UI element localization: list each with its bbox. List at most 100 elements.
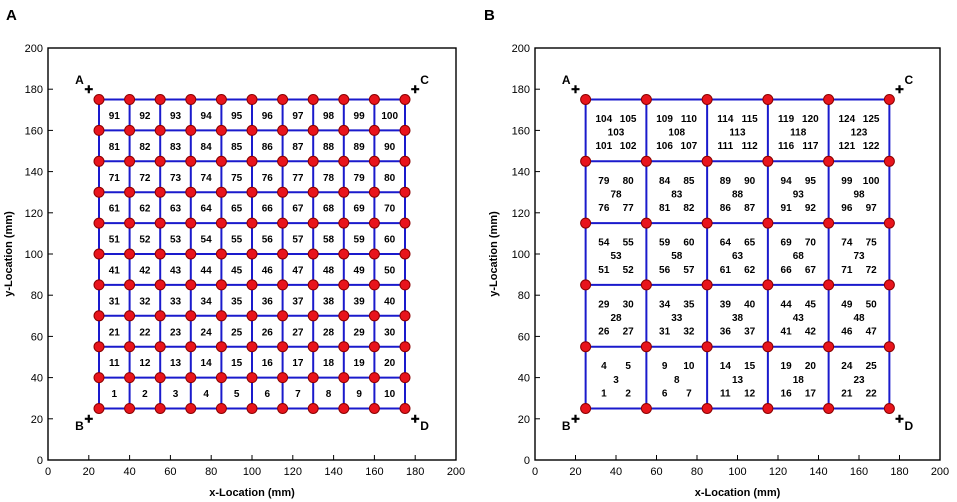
node-marker — [246, 186, 258, 198]
element-number: 33 — [170, 296, 182, 307]
element-number: 113 — [729, 128, 746, 139]
x-tick-label: 200 — [447, 466, 465, 478]
node-marker — [580, 279, 592, 291]
element-number: 70 — [384, 204, 396, 215]
element-number: 76 — [598, 203, 610, 214]
element-number: 73 — [853, 251, 865, 262]
element-number: 52 — [623, 265, 635, 276]
node-marker — [701, 155, 713, 167]
corner-cross-icon — [84, 85, 93, 94]
element-number: 61 — [109, 204, 121, 215]
y-tick-label: 100 — [25, 249, 43, 261]
panel-letter: B — [484, 7, 495, 24]
element-number: 28 — [323, 327, 335, 338]
element-number: 88 — [323, 142, 335, 153]
element-number: 119 — [778, 114, 795, 125]
corner-label: A — [562, 73, 571, 87]
element-number: 117 — [802, 141, 819, 152]
element-number: 75 — [231, 173, 243, 184]
corner-label: B — [562, 419, 571, 433]
node-marker — [701, 341, 713, 353]
node-marker — [762, 94, 774, 105]
element-number: 108 — [668, 128, 685, 139]
y-tick-label: 140 — [512, 167, 530, 179]
corner-label: C — [905, 73, 914, 87]
y-tick-label: 60 — [518, 331, 530, 343]
element-number: 64 — [720, 238, 732, 249]
panel-letter: A — [6, 7, 17, 24]
y-tick-label: 80 — [518, 290, 530, 302]
node-marker — [368, 403, 380, 414]
node-marker — [215, 341, 227, 353]
x-axis-label: x-Location (mm) — [695, 487, 781, 499]
element-number: 94 — [781, 176, 793, 187]
element-number: 124 — [839, 114, 856, 125]
node-marker — [93, 403, 105, 414]
element-number: 98 — [323, 111, 335, 122]
element-number: 8 — [326, 389, 332, 400]
node-marker — [762, 279, 774, 291]
element-grid — [584, 98, 891, 410]
node-marker — [307, 341, 319, 353]
node-marker — [154, 155, 166, 167]
element-number: 58 — [671, 251, 683, 262]
element-number: 56 — [262, 235, 274, 246]
element-number: 89 — [720, 176, 732, 187]
element-number: 92 — [805, 203, 817, 214]
node-marker — [399, 124, 411, 136]
element-number: 46 — [841, 327, 853, 338]
element-number: 100 — [381, 111, 398, 122]
element-number: 40 — [384, 296, 396, 307]
element-number: 11 — [109, 358, 120, 369]
element-number: 50 — [866, 299, 878, 310]
node-marker — [277, 155, 289, 167]
node-marker — [124, 217, 136, 229]
node-marker — [93, 372, 105, 384]
element-number: 26 — [598, 327, 610, 338]
x-tick-label: 60 — [164, 466, 176, 478]
element-number: 16 — [781, 388, 793, 399]
node-marker — [215, 372, 227, 384]
node-marker — [246, 217, 258, 229]
element-number: 79 — [354, 173, 366, 184]
node-marker — [823, 403, 835, 414]
node-marker — [399, 186, 411, 198]
element-number: 71 — [841, 265, 853, 276]
element-number: 84 — [659, 176, 671, 187]
element-number: 97 — [866, 203, 878, 214]
element-number: 86 — [262, 142, 274, 153]
y-tick-label: 180 — [25, 84, 43, 96]
element-number: 83 — [671, 189, 683, 200]
node-marker — [883, 403, 895, 414]
node-marker — [154, 310, 166, 322]
node-marker — [399, 248, 411, 260]
x-tick-label: 0 — [532, 466, 538, 478]
node-marker — [185, 94, 197, 105]
node-marker — [124, 155, 136, 167]
node-marker — [762, 217, 774, 229]
element-number: 59 — [354, 235, 366, 246]
node-marker — [185, 124, 197, 136]
element-number: 59 — [659, 238, 671, 249]
element-number: 42 — [139, 265, 151, 276]
element-number: 72 — [139, 173, 151, 184]
node-marker — [185, 248, 197, 260]
node-marker — [307, 310, 319, 322]
element-number: 10 — [683, 361, 695, 372]
element-number: 67 — [805, 265, 817, 276]
element-number: 97 — [292, 111, 304, 122]
element-number: 80 — [623, 176, 635, 187]
element-number: 122 — [863, 141, 880, 152]
y-axis-label: y-Location (mm) — [3, 211, 15, 297]
node-marker — [307, 124, 319, 136]
element-number: 120 — [802, 114, 819, 125]
y-tick-label: 100 — [512, 249, 530, 261]
node-marker — [762, 341, 774, 353]
node-marker — [640, 279, 652, 291]
element-number: 43 — [170, 265, 182, 276]
element-number: 65 — [231, 204, 243, 215]
node-marker — [93, 217, 105, 229]
